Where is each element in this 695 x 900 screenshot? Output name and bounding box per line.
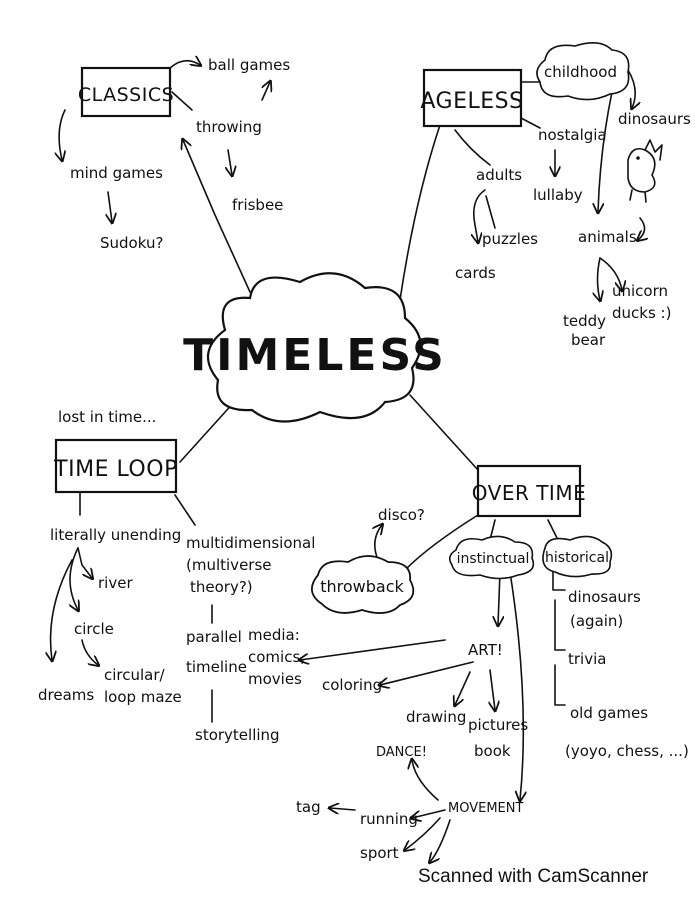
classics-item-throwing: throwing xyxy=(196,118,262,136)
branch-ageless: AGELESS childhood nostalgia dinosaurs ad… xyxy=(420,42,691,349)
branch-time-loop: lost in time... TIME LOOP literally unen… xyxy=(38,408,315,744)
time-loop-item-dreams: dreams xyxy=(38,686,94,704)
throwback-cloud xyxy=(311,555,415,614)
ageless-item-puzzles: puzzles xyxy=(482,230,538,248)
ageless-item-animals: animals xyxy=(578,228,637,246)
art-item-running: running xyxy=(360,810,418,828)
art-item-tag: tag xyxy=(296,798,321,816)
ageless-box xyxy=(422,68,523,128)
ageless-item-childhood: childhood xyxy=(544,63,617,81)
time-loop-item-theory: theory?) xyxy=(190,578,253,596)
art-item-coloring: coloring xyxy=(322,676,382,694)
classics-item-frisbee: frisbee xyxy=(232,196,283,214)
time-loop-item-parallel: parallel xyxy=(186,628,242,646)
historical-item-yoyo-chess: (yoyo, chess, ...) xyxy=(565,742,689,760)
time-loop-item-storytelling: storytelling xyxy=(195,726,280,744)
historical-item-old-games: old games xyxy=(570,704,648,722)
time-loop-item-river: river xyxy=(98,574,133,592)
ageless-item-cards: cards xyxy=(455,264,496,282)
art-item-drawing: drawing xyxy=(406,708,466,726)
connectors xyxy=(51,61,645,862)
classics-item-mind-games: mind games xyxy=(70,164,163,182)
childhood-cloud xyxy=(536,42,630,101)
time-loop-item-loop-maze: loop maze xyxy=(104,688,182,706)
instinctual-label: instinctual xyxy=(457,551,530,567)
classics-item-ball-games: ball games xyxy=(208,56,290,74)
time-loop-item-multidimensional: multidimensional xyxy=(186,534,315,552)
art-item-art: ART! xyxy=(468,641,503,659)
branch-classics: CLASSICS ball games throwing frisbee min… xyxy=(70,56,290,252)
ageless-item-unicorn: unicorn xyxy=(612,282,668,300)
ageless-item-bear: bear xyxy=(571,331,606,349)
historical-item-again: (again) xyxy=(570,612,623,630)
branch-over-time: OVER TIME throwback disco? instinctual h… xyxy=(296,464,689,862)
time-loop-item-comics: comics, xyxy=(248,648,305,666)
ageless-item-nostalgia: nostalgia xyxy=(538,126,607,144)
historical-cloud xyxy=(542,535,613,578)
time-loop-box xyxy=(54,438,178,494)
over-time-label: OVER TIME xyxy=(472,481,586,505)
art-item-sport: sport xyxy=(360,844,399,862)
time-loop-item-movies: movies xyxy=(248,670,302,688)
classics-box xyxy=(80,66,172,118)
time-loop-item-literally-unending: literally unending xyxy=(50,526,181,544)
time-loop-item-multiverse: (multiverse xyxy=(186,556,272,574)
time-loop-item-timeline: timeline xyxy=(186,658,247,676)
ageless-item-dinosaurs: dinosaurs xyxy=(618,110,691,128)
central-node: TIMELESS xyxy=(183,272,447,423)
over-time-box xyxy=(476,464,582,518)
art-item-pictures: pictures xyxy=(468,716,528,734)
classics-item-sudoku: Sudoku? xyxy=(100,234,163,252)
disco-label: disco? xyxy=(378,506,425,524)
time-loop-item-media: media: xyxy=(248,626,300,644)
time-loop-item-circular: circular/ xyxy=(104,666,166,684)
central-title: TIMELESS xyxy=(183,330,447,381)
time-loop-note: lost in time... xyxy=(58,408,156,426)
throwback-label: throwback xyxy=(320,577,404,596)
time-loop-item-circle: circle xyxy=(74,620,114,638)
historical-label: historical xyxy=(545,550,609,566)
ageless-label: AGELESS xyxy=(420,89,523,114)
ageless-item-ducks: ducks :) xyxy=(612,304,671,322)
ageless-item-adults: adults xyxy=(476,166,522,184)
scanner-watermark: Scanned with CamScanner xyxy=(418,866,649,887)
historical-item-trivia: trivia xyxy=(568,650,606,668)
dinosaur-doodle xyxy=(627,139,663,203)
time-loop-label: TIME LOOP xyxy=(53,457,178,482)
instinctual-cloud xyxy=(448,535,535,580)
classics-label: CLASSICS xyxy=(78,84,174,106)
central-cloud xyxy=(206,272,422,423)
historical-item-dinosaurs: dinosaurs xyxy=(568,588,641,606)
art-item-book: book xyxy=(474,742,511,760)
art-item-movement: MOVEMENT xyxy=(448,801,523,816)
art-item-dance: DANCE! xyxy=(376,745,427,760)
ageless-item-lullaby: lullaby xyxy=(533,186,583,204)
ageless-item-teddy: teddy xyxy=(563,312,606,330)
